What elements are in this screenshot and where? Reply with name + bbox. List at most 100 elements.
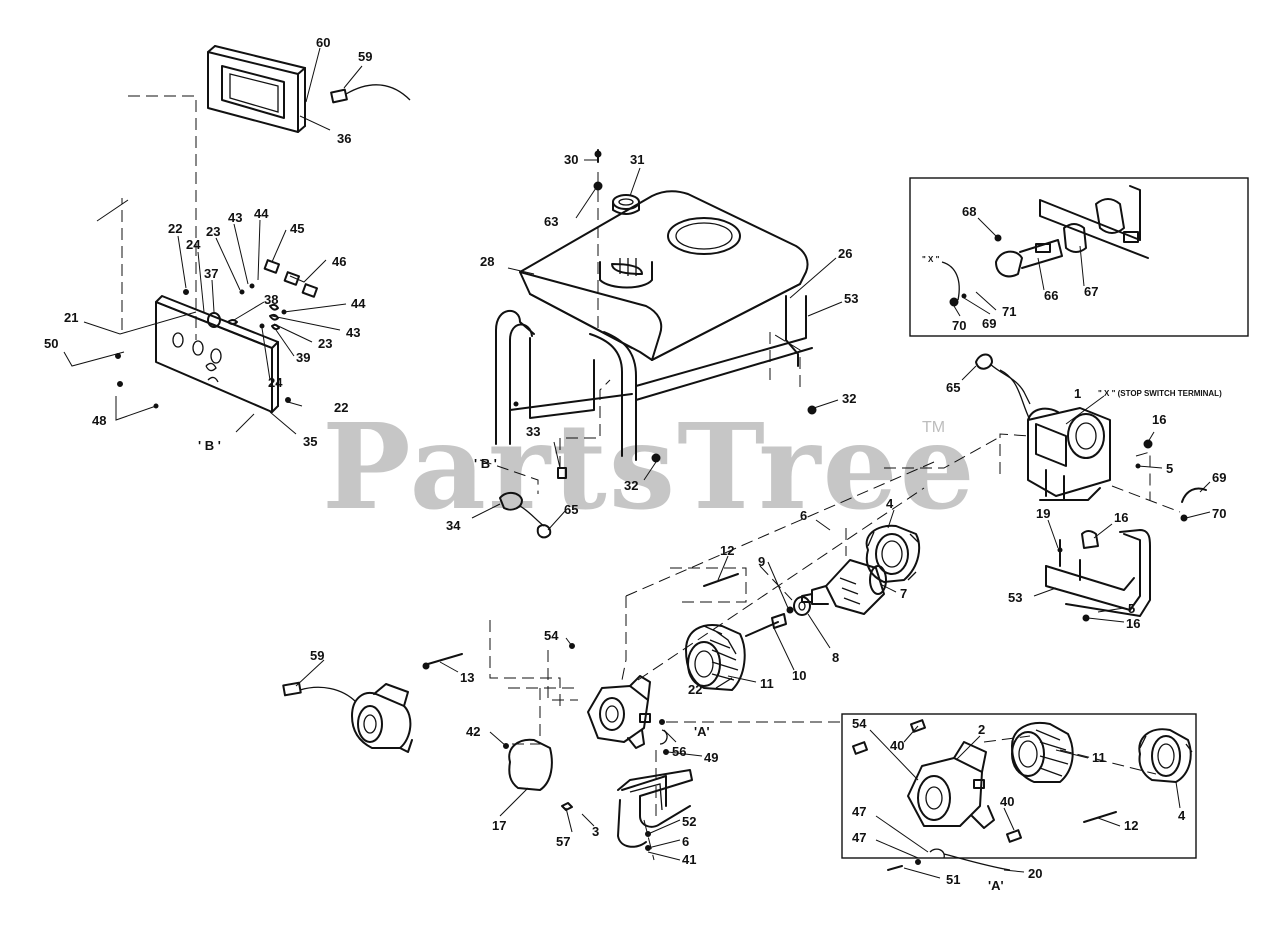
callout-70: 70 <box>1212 506 1226 521</box>
watermark-trademark: TM <box>922 419 945 436</box>
callout-4: 4 <box>1178 808 1186 823</box>
callout-23: 23 <box>318 336 332 351</box>
callout-49: 49 <box>704 750 718 765</box>
break-mark-b <box>235 413 255 433</box>
callout-28: 28 <box>480 254 494 269</box>
callout-32: 32 <box>842 391 856 406</box>
inset-carrier-4 <box>1138 728 1193 783</box>
inset-box-alternator <box>841 713 1197 859</box>
break-mark-left <box>96 199 129 222</box>
callout-63: 63 <box>544 214 558 229</box>
hose-65-right <box>975 353 1031 405</box>
callout-16: 16 <box>1152 412 1166 427</box>
assembly-line-frame <box>769 331 801 388</box>
callout-8: 8 <box>832 650 839 665</box>
assembly-line-41 <box>643 819 655 861</box>
fuel-tank-28 <box>519 190 809 361</box>
assembly-line-54b <box>547 650 578 701</box>
callout-42: 42 <box>466 724 480 739</box>
plug-59-top <box>330 84 411 104</box>
inset-box-switch <box>909 177 1249 337</box>
base-mount-53-19 <box>1045 529 1151 622</box>
callout-56: 56 <box>672 744 686 759</box>
callout-51: 51 <box>946 872 960 887</box>
inset-hardware <box>851 719 1157 871</box>
assembly-line-long <box>625 461 935 597</box>
callout-59: 59 <box>358 49 372 64</box>
callout-54: 54 <box>544 628 559 643</box>
callout-9: 9 <box>758 554 765 569</box>
rotor-7 <box>801 559 887 615</box>
callout-17: 17 <box>492 818 506 833</box>
fuel-cap-31 <box>612 194 640 215</box>
callout-26: 26 <box>838 246 852 261</box>
assembly-line-9 <box>759 565 793 601</box>
assembly-line-b <box>479 459 539 494</box>
callout-59: 59 <box>310 648 324 663</box>
hardware-center-bottom <box>503 643 669 851</box>
ref-a-main: 'A' <box>694 724 710 739</box>
callout-33: 33 <box>526 424 540 439</box>
callout-31: 31 <box>630 152 644 167</box>
callout-46: 46 <box>332 254 346 269</box>
callout-12: 12 <box>720 543 734 558</box>
callout-3: 3 <box>592 824 599 839</box>
assembly-line-5 <box>1135 451 1151 500</box>
callout-36: 36 <box>337 131 351 146</box>
callout-30: 30 <box>564 152 578 167</box>
receptacle-34-65 <box>499 492 552 539</box>
callout-5: 5 <box>1166 461 1173 476</box>
control-panel-35 <box>115 289 291 413</box>
callout-7: 7 <box>900 586 907 601</box>
rear-bearing-carrier-2 <box>587 675 651 749</box>
assembly-line-70 <box>1111 485 1181 513</box>
callout-65: 65 <box>564 502 578 517</box>
stop-switch-66 <box>941 234 1063 307</box>
callout-47: 47 <box>852 830 866 845</box>
callout-22: 22 <box>334 400 348 415</box>
callout-48: 48 <box>92 413 106 428</box>
switches-37-38-39 <box>207 259 319 331</box>
callout-13: 13 <box>460 670 474 685</box>
engine-1 <box>999 369 1111 501</box>
callout-69: 69 <box>1212 470 1226 485</box>
callout-22: 22 <box>688 682 702 697</box>
ref-b-center: ' B ' <box>474 456 497 471</box>
callout-71: 71 <box>1002 304 1016 319</box>
fan-housing-59 <box>282 681 413 753</box>
callout-4: 4 <box>886 496 894 511</box>
callout-23: 23 <box>206 224 220 239</box>
through-bolt-10 <box>745 613 787 637</box>
callout-22: 22 <box>168 221 182 236</box>
assembly-line-33 <box>559 379 611 468</box>
ref-a-inset: 'A' <box>988 878 1004 893</box>
callout-2: 2 <box>978 722 985 737</box>
callout-11: 11 <box>1092 750 1106 765</box>
callout-37: 37 <box>204 266 218 281</box>
watermark-text: PartsTree <box>322 397 977 536</box>
assembly-line-54 <box>621 596 627 681</box>
callout-16: 16 <box>1114 510 1128 525</box>
bearing-carrier-4 <box>865 524 921 583</box>
callout-40: 40 <box>1000 794 1014 809</box>
callout-57: 57 <box>556 834 570 849</box>
callout-44: 44 <box>254 206 269 221</box>
callout-6: 6 <box>682 834 689 849</box>
callout-20: 20 <box>1028 866 1042 881</box>
callout-44: 44 <box>351 296 366 311</box>
engine-bracket-inset <box>1039 185 1149 259</box>
callout-11: 11 <box>760 676 774 691</box>
callout-16: 16 <box>1126 616 1140 631</box>
inset-carrier-2 <box>907 741 995 829</box>
callout-41: 41 <box>682 852 696 867</box>
callout-53: 53 <box>1008 590 1022 605</box>
callout-24: 24 <box>186 237 201 252</box>
callout-43: 43 <box>228 210 242 225</box>
assembly-line-top-left <box>128 95 197 340</box>
callout-34: 34 <box>446 518 461 533</box>
callout-38: 38 <box>264 292 278 307</box>
studs-12-13 <box>422 573 739 670</box>
assembly-line-12 <box>670 567 747 603</box>
wire-69-70 <box>1135 439 1207 522</box>
